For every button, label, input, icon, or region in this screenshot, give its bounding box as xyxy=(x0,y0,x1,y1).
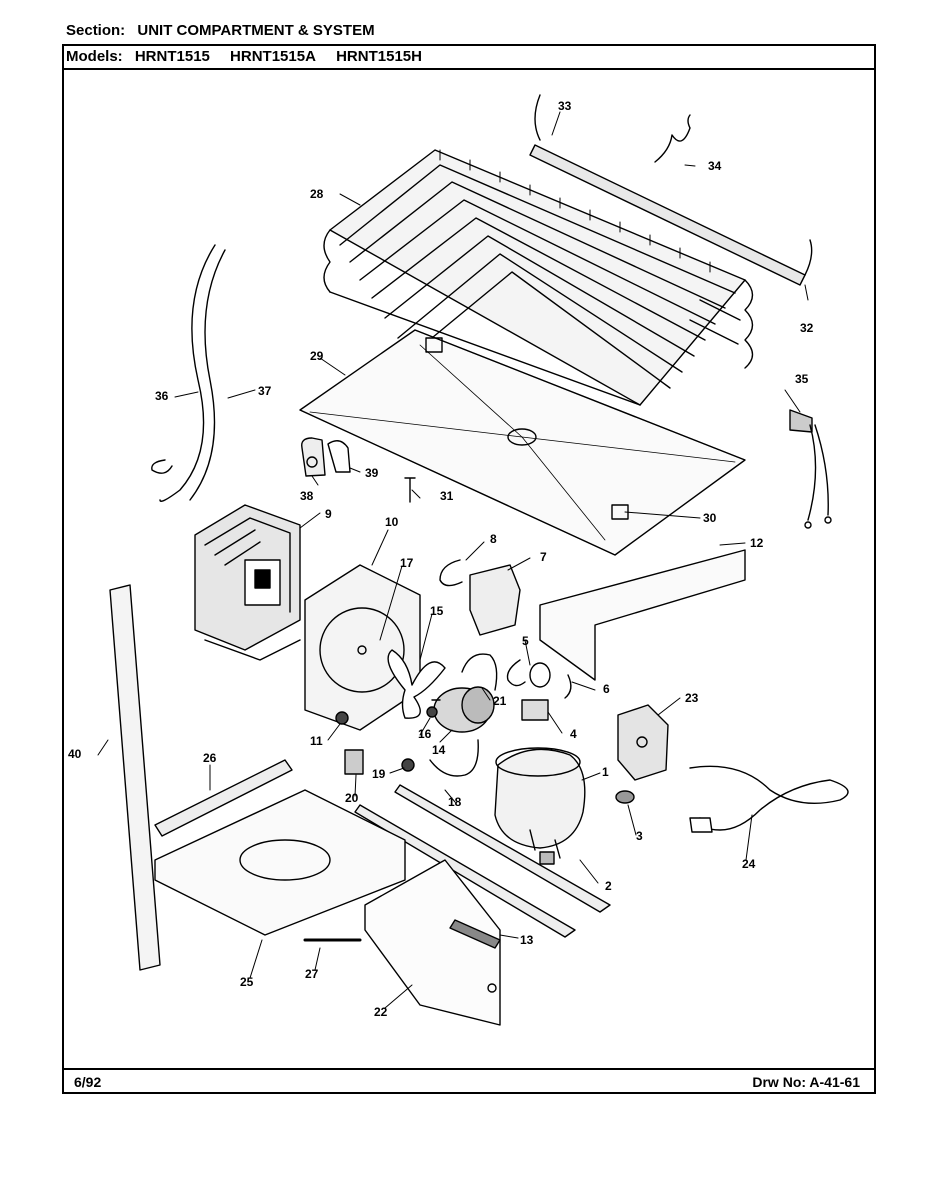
callout-30: 30 xyxy=(703,511,717,525)
model-number: HRNT1515A xyxy=(230,48,316,65)
nut-16 xyxy=(426,706,438,718)
footer-date: 6/92 xyxy=(74,1074,102,1090)
leader-lines xyxy=(97,111,809,1009)
power-cord xyxy=(689,765,849,833)
callout-2: 2 xyxy=(605,879,612,893)
callout-40: 40 xyxy=(68,747,82,761)
callout-32: 32 xyxy=(800,321,814,335)
callout-17: 17 xyxy=(400,556,414,570)
relay-4 xyxy=(521,699,549,721)
model-number: HRNT1515 xyxy=(134,48,210,65)
callout-37: 37 xyxy=(258,384,272,398)
models-label: Models: xyxy=(66,48,123,65)
callout-3: 3 xyxy=(636,829,643,843)
access-panel xyxy=(364,859,501,1026)
grommet-3 xyxy=(615,790,635,804)
overload-5 xyxy=(506,659,572,699)
nut-11 xyxy=(335,711,349,725)
model-number: HRNT1515H xyxy=(336,48,422,65)
fan-blade xyxy=(387,649,446,719)
callout-26: 26 xyxy=(203,751,217,765)
callout-22: 22 xyxy=(374,1005,388,1019)
callout-labels: 33 34 28 32 29 35 36 37 39 38 31 30 9 10… xyxy=(68,99,814,1019)
fan-motor xyxy=(431,686,495,733)
diagram-frame xyxy=(62,44,876,1094)
plug-35 xyxy=(789,409,832,529)
callout-34: 34 xyxy=(708,159,722,173)
callout-5: 5 xyxy=(522,634,529,648)
callout-11: 11 xyxy=(310,734,323,748)
compressor xyxy=(494,747,586,865)
harness-18 xyxy=(429,739,479,777)
footer-rule xyxy=(62,1068,876,1070)
callout-24: 24 xyxy=(742,857,756,871)
callout-21: 21 xyxy=(493,694,507,708)
callout-29: 29 xyxy=(310,349,324,363)
relay-assembly xyxy=(439,559,521,636)
base-pan xyxy=(154,759,406,936)
header-rule xyxy=(62,68,876,70)
callout-15: 15 xyxy=(430,604,444,618)
condenser-side xyxy=(194,504,301,661)
bracket-12 xyxy=(539,549,746,681)
callout-1: 1 xyxy=(602,765,609,779)
heater-rail xyxy=(529,94,813,286)
callout-20: 20 xyxy=(345,791,359,805)
harness-21 xyxy=(461,653,498,691)
section-header: Section: UNIT COMPARTMENT & SYSTEM xyxy=(66,22,375,39)
callout-38: 38 xyxy=(300,489,314,503)
callout-10: 10 xyxy=(385,515,399,529)
callout-25: 25 xyxy=(240,975,254,989)
callout-31: 31 xyxy=(440,489,454,503)
nut-19 xyxy=(401,758,415,772)
callout-7: 7 xyxy=(540,550,547,564)
clip-34 xyxy=(654,114,691,163)
callout-8: 8 xyxy=(490,532,497,546)
side-panel-40 xyxy=(109,584,161,971)
callout-13: 13 xyxy=(520,933,534,947)
callout-16: 16 xyxy=(418,727,432,741)
callout-28: 28 xyxy=(310,187,324,201)
callout-19: 19 xyxy=(372,767,386,781)
callout-36: 36 xyxy=(155,389,169,403)
callout-23: 23 xyxy=(685,691,699,705)
tubing xyxy=(151,244,226,502)
timer-23 xyxy=(617,704,669,781)
callout-14: 14 xyxy=(432,743,446,757)
callout-18: 18 xyxy=(448,795,462,809)
callout-6: 6 xyxy=(603,682,610,696)
bracket-13 xyxy=(449,919,501,949)
section-label: Section: xyxy=(66,22,126,39)
callout-27: 27 xyxy=(305,967,319,981)
callout-33: 33 xyxy=(558,99,572,113)
models-header: Models: HRNT1515 HRNT1515A HRNT1515H xyxy=(66,48,438,65)
callout-39: 39 xyxy=(365,466,379,480)
callout-9: 9 xyxy=(325,507,332,521)
base-rails xyxy=(354,784,611,938)
screw-31 xyxy=(404,477,416,503)
callout-4: 4 xyxy=(570,727,577,741)
callout-35: 35 xyxy=(795,372,809,386)
capacitor-20 xyxy=(344,749,364,775)
callout-12: 12 xyxy=(750,536,764,550)
bracket-38-39 xyxy=(301,437,351,477)
section-value: UNIT COMPARTMENT & SYSTEM xyxy=(137,22,375,39)
condenser-coil xyxy=(323,149,754,406)
drain-pan xyxy=(299,329,746,556)
drawing-number: Drw No: A-41-61 xyxy=(752,1074,860,1090)
